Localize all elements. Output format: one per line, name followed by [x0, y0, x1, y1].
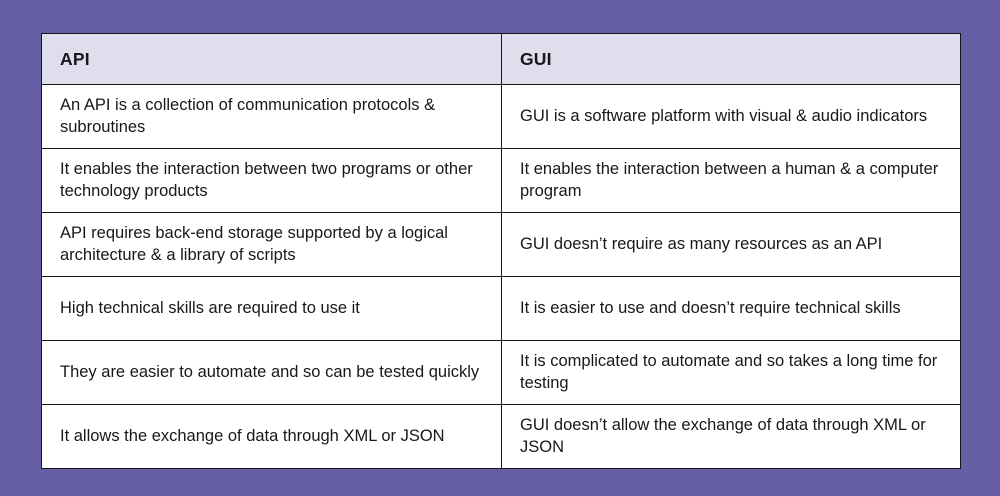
- cell-text: High technical skills are required to us…: [60, 298, 360, 317]
- table-row: They are easier to automate and so can b…: [41, 340, 961, 405]
- cell-api: It enables the interaction between two p…: [41, 148, 502, 213]
- table-row: High technical skills are required to us…: [41, 276, 961, 341]
- cell-api: They are easier to automate and so can b…: [41, 340, 502, 405]
- table-row: It enables the interaction between two p…: [41, 148, 961, 213]
- table-header-row: API GUI: [41, 33, 961, 85]
- cell-api: An API is a collection of communication …: [41, 84, 502, 149]
- cell-text: GUI doesn’t require as many resources as…: [520, 234, 883, 253]
- cell-gui: GUI is a software platform with visual &…: [501, 84, 961, 149]
- cell-text: It is easier to use and doesn’t require …: [520, 298, 901, 317]
- table-row: It allows the exchange of data through X…: [41, 404, 961, 469]
- column-header-gui: GUI: [501, 33, 961, 85]
- cell-text: API requires back-end storage supported …: [60, 223, 448, 264]
- cell-gui: It is easier to use and doesn’t require …: [501, 276, 961, 341]
- cell-gui: It enables the interaction between a hum…: [501, 148, 961, 213]
- cell-text: GUI is a software platform with visual &…: [520, 106, 928, 125]
- table-body: An API is a collection of communication …: [41, 84, 961, 469]
- cell-api: API requires back-end storage supported …: [41, 212, 502, 277]
- cell-api: It allows the exchange of data through X…: [41, 404, 502, 469]
- cell-gui: GUI doesn’t allow the exchange of data t…: [501, 404, 961, 469]
- cell-text: GUI doesn’t allow the exchange of data t…: [520, 415, 926, 456]
- cell-gui: It is complicated to automate and so tak…: [501, 340, 961, 405]
- table-row: API requires back-end storage supported …: [41, 212, 961, 277]
- cell-text: An API is a collection of communication …: [60, 95, 436, 136]
- cell-api: High technical skills are required to us…: [41, 276, 502, 341]
- cell-text: They are easier to automate and so can b…: [60, 362, 480, 381]
- column-header-api: API: [41, 33, 502, 85]
- cell-text: It enables the interaction between two p…: [60, 159, 473, 200]
- cell-gui: GUI doesn’t require as many resources as…: [501, 212, 961, 277]
- table-row: An API is a collection of communication …: [41, 84, 961, 149]
- api-vs-gui-comparison-table: API GUI An API is a collection of commun…: [41, 33, 961, 469]
- cell-text: It allows the exchange of data through X…: [60, 426, 445, 445]
- table-header: API GUI: [41, 33, 961, 85]
- cell-text: It enables the interaction between a hum…: [520, 159, 939, 200]
- cell-text: It is complicated to automate and so tak…: [520, 351, 938, 392]
